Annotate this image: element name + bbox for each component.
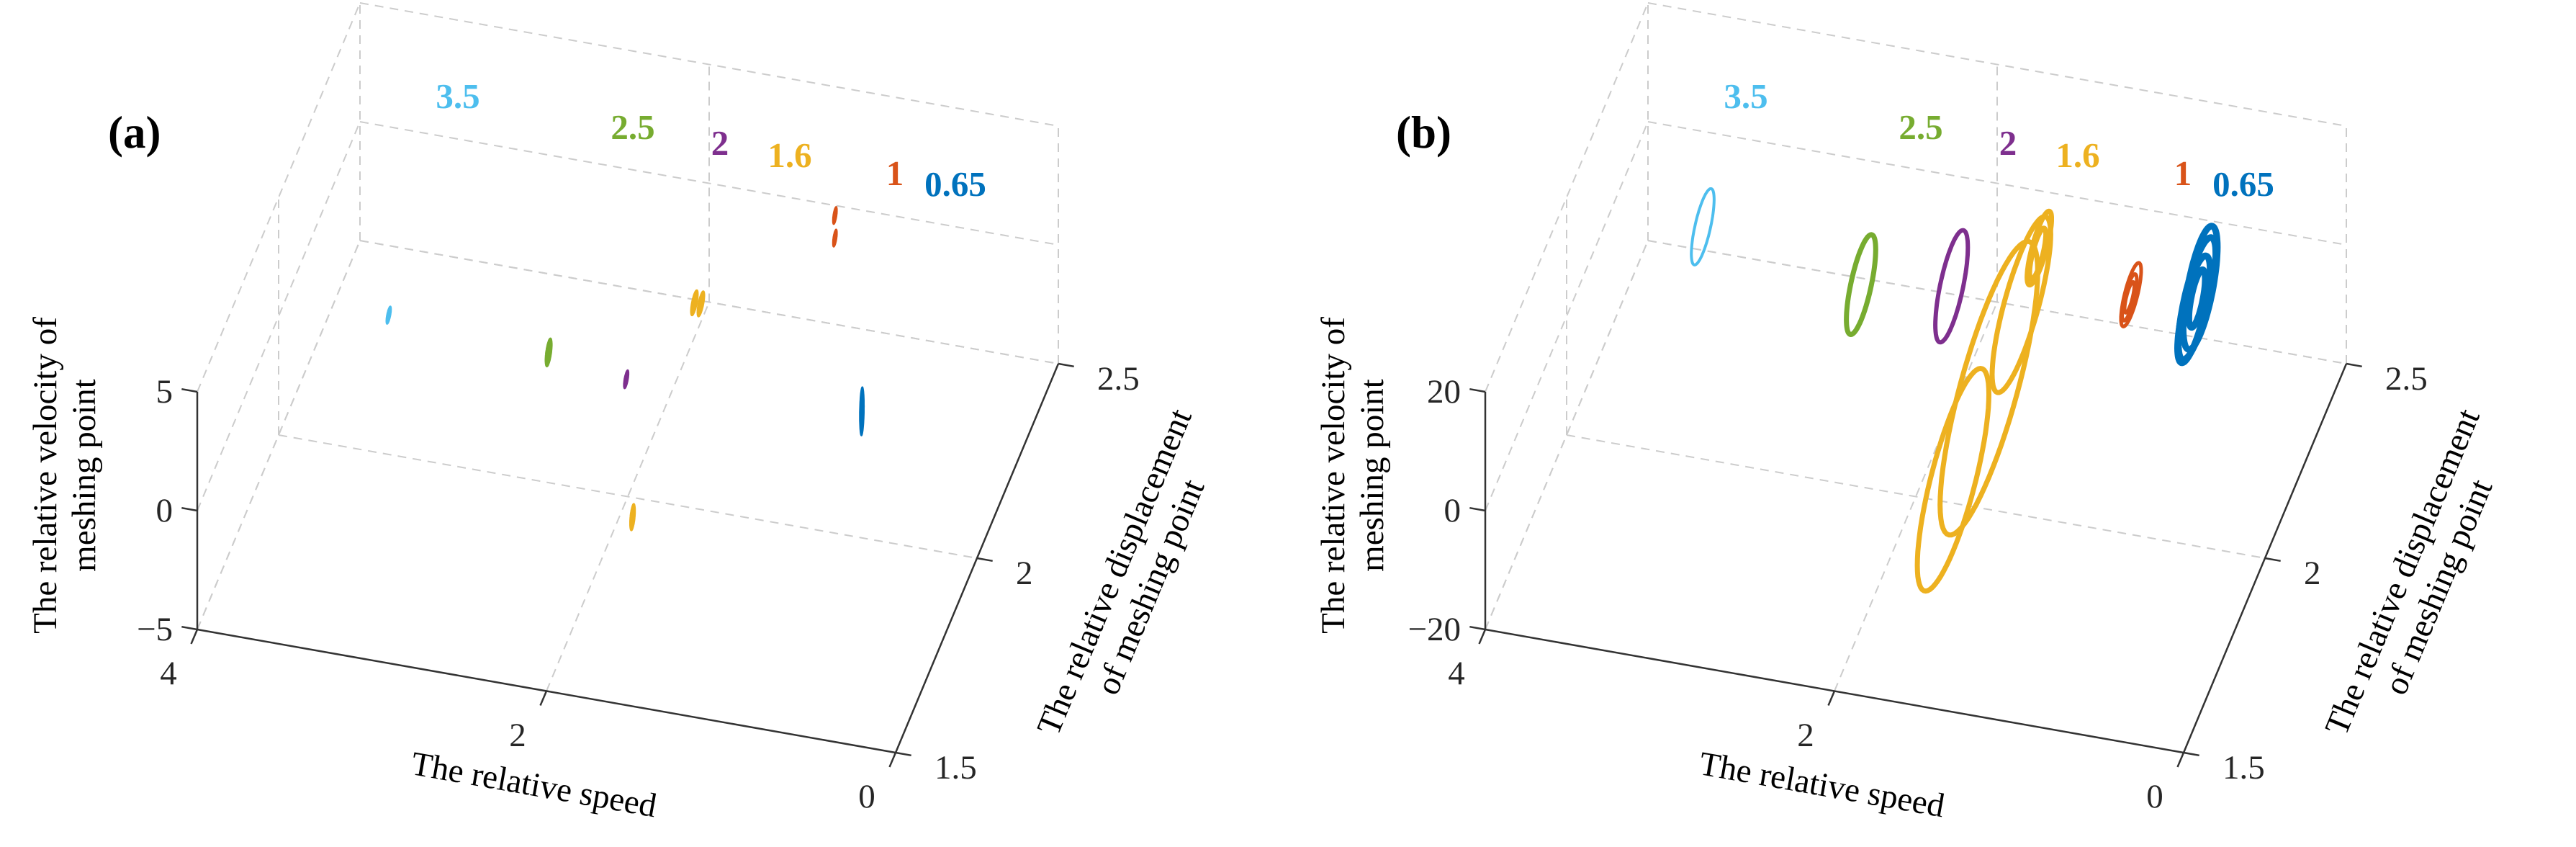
orbit-2 (623, 369, 630, 390)
y-tick-label: 2.5 (1097, 360, 1140, 398)
y-tick (976, 557, 993, 563)
speed-label-3.5: 3.5 (1724, 76, 1767, 116)
z-tick (1469, 387, 1486, 393)
orbit-2 (1933, 228, 1971, 345)
grid-line (197, 121, 361, 511)
grid-line (278, 434, 978, 559)
speed-label-2.5: 2.5 (611, 107, 654, 147)
z-tick-label: −20 (1408, 611, 1461, 648)
y-tick (895, 751, 911, 757)
orbit-3.5 (1690, 187, 1716, 266)
y-tick-label: 2 (2304, 555, 2321, 592)
grid-line (1834, 302, 1998, 691)
x-tick (888, 752, 897, 768)
y-tick-label: 2.5 (2385, 360, 2428, 398)
orbit-1 (832, 206, 838, 225)
z-tick (1469, 506, 1486, 512)
grid-line (1647, 121, 2347, 246)
x-tick-label: 4 (1448, 655, 1465, 692)
z-tick (181, 625, 198, 631)
grid-line (359, 240, 1059, 364)
x-tick (2176, 752, 2185, 768)
speed-label-0.65: 0.65 (924, 164, 986, 204)
grid-line (1485, 240, 1649, 630)
orbit-2.5 (1844, 232, 1878, 337)
z-axis-label-line: The relative velocity of (27, 317, 64, 634)
x-axis-label-text: The relative speed (1696, 745, 1947, 825)
y-tick (2183, 751, 2199, 757)
orbit-1.6 (2025, 208, 2054, 288)
speed-label-1: 1 (2174, 153, 2192, 193)
x-tick (1478, 629, 1487, 645)
x-tick-label: 2 (509, 717, 526, 754)
z-tick (1469, 625, 1486, 631)
speed-label-0.65: 0.65 (2212, 164, 2274, 204)
orbit-1 (2119, 261, 2143, 328)
y-tick (1058, 362, 1074, 368)
y-tick-label: 1.5 (935, 749, 977, 786)
speed-label-2: 2 (1999, 123, 2017, 163)
orbit-3.5 (385, 305, 392, 325)
speed-label-1.6: 1.6 (2055, 135, 2099, 175)
y-tick-label: 2 (1016, 555, 1033, 592)
speed-label-2: 2 (711, 123, 729, 163)
x-tick (190, 629, 199, 645)
z-tick-label: 0 (156, 492, 174, 529)
z-tick (181, 506, 198, 512)
grid-line (1647, 2, 2347, 127)
orbit-1.6 (1914, 366, 1991, 594)
orbit-1.6 (1937, 238, 2040, 538)
orbit-1.6 (690, 289, 699, 317)
speed-label-3.5: 3.5 (436, 76, 479, 116)
grid-line (1485, 2, 1649, 393)
z-tick-label: 0 (1444, 492, 1462, 529)
orbit-2.5 (544, 337, 553, 367)
z-axis-label-line: The relative velocity of (1315, 317, 1352, 634)
y-tick (2346, 362, 2362, 368)
orbit-1.6 (696, 290, 706, 318)
y-tick (2264, 557, 2281, 563)
orbit-1 (832, 228, 838, 248)
z-axis-label-line: meshing point (1354, 379, 1391, 572)
orbit-0.65 (2179, 223, 2221, 353)
x-axis-label-text: The relative speed (408, 745, 659, 825)
orbit-0.65 (2185, 266, 2209, 331)
orbit-0.65 (859, 386, 865, 436)
orbit-1.6 (1989, 214, 2053, 395)
grid-line (359, 2, 1059, 127)
grid-line (546, 302, 710, 691)
x-tick-label: 0 (858, 778, 875, 815)
z-tick-label: 20 (1427, 373, 1461, 411)
z-tick-label: −5 (137, 611, 173, 648)
x-tick (1827, 691, 1836, 706)
z-tick-label: 5 (156, 373, 174, 411)
x-tick-label: 2 (1797, 717, 1814, 754)
x-axis-label: The relative speed (1696, 745, 1947, 825)
panel-letter: (b) (1396, 107, 1451, 158)
grid-line (359, 121, 1059, 246)
speed-label-2.5: 2.5 (1899, 107, 1942, 147)
speed-label-1: 1 (886, 153, 904, 193)
z-tick (181, 387, 198, 393)
speed-label-1.6: 1.6 (767, 135, 811, 175)
orbit-1.6 (629, 503, 636, 532)
x-tick (539, 691, 548, 706)
x-tick-label: 0 (2146, 778, 2163, 815)
x-axis-label: The relative speed (408, 745, 659, 825)
grid-line (197, 240, 361, 630)
panel-letter: (a) (108, 107, 161, 158)
y-tick-label: 1.5 (2223, 749, 2265, 786)
z-axis-label-line: meshing point (66, 379, 103, 572)
grid-line (197, 2, 361, 393)
grid-line (1566, 434, 2266, 559)
grid-line (1647, 240, 2347, 364)
grid-line (1485, 121, 1649, 511)
x-tick-label: 4 (160, 655, 177, 692)
